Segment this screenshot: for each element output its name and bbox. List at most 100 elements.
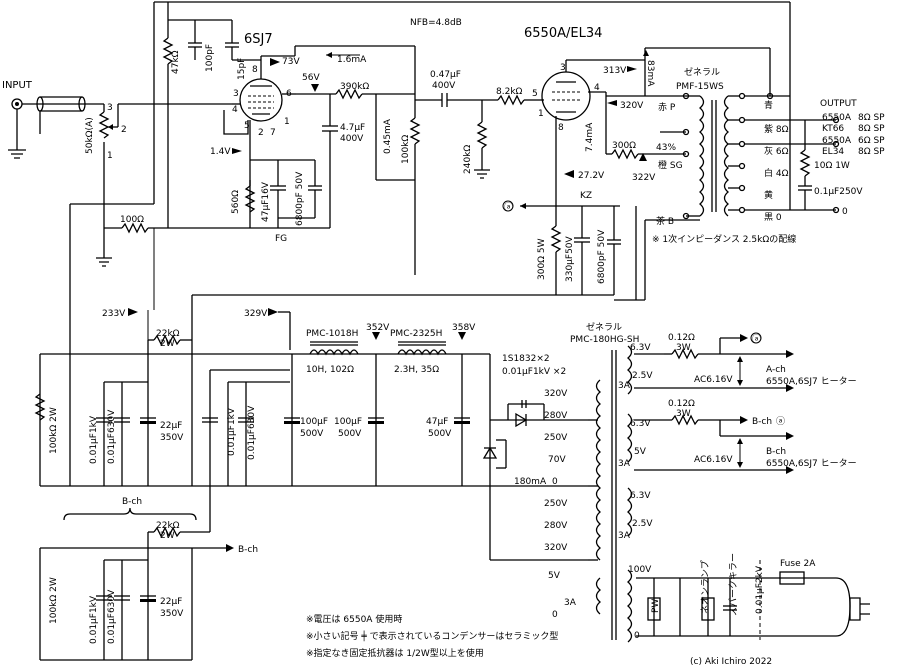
c-film2-b: 0.01μF630V (247, 405, 257, 460)
vr-pin1: 1 (107, 151, 113, 161)
out-row-3-sp: 6Ω SP (858, 136, 885, 146)
c-elec-a-1: 22μF (160, 421, 182, 431)
pri-100: 100V (628, 565, 652, 575)
i-screen-out: 7.4mA (585, 122, 595, 152)
nfb-label: NFB=4.8dB (410, 18, 462, 28)
opt-tap-b: 茶 B (656, 215, 674, 227)
opt-tap-yellow: 黄 (764, 189, 773, 201)
i-screen-label: 0.45mA (383, 118, 393, 154)
power-transformer (595, 345, 633, 643)
bch-out-label: B-ch (238, 545, 258, 555)
c-film2-a: 0.01μF630V (107, 409, 117, 464)
out-zero: 0 (842, 207, 848, 217)
out-row-3-tube: 6550A (822, 136, 852, 146)
r-cathode-label: 560Ω (231, 190, 241, 214)
note-3: ※指定なき固定抵抗器は 1/2W型以上を使用 (306, 647, 484, 659)
6550-pin4: 4 (594, 83, 600, 93)
aux-5v: 5V (548, 571, 561, 581)
c47-b: 500V (428, 429, 452, 439)
b233-label: 233V (102, 309, 126, 319)
v-screen-out: 320V (620, 101, 644, 111)
r-drop-w-b: 2W (160, 531, 175, 541)
hc-3a: 3A (618, 531, 631, 541)
v-plate-out: 313V (603, 66, 627, 76)
opt-maker: ゼネラル (684, 66, 720, 78)
driver-tube-label: 6SJ7 (244, 32, 273, 47)
c100-a: 100μF (300, 417, 328, 427)
note-1: ※電圧は 6550A 使用時 (306, 613, 402, 625)
c-k-out: 330μF50V (565, 235, 575, 282)
opt-secondary-taps (728, 92, 790, 214)
c-bypass-label: 6800pF 50V (295, 171, 305, 226)
c47-a: 47μF (426, 417, 448, 427)
r-drop-b: 22kΩ (156, 521, 180, 531)
pt-hv-2: 280V (544, 411, 568, 421)
pt-maker: ゼネラル (586, 321, 622, 333)
c-screen-a: 4.7μF (340, 123, 365, 133)
i-plate-out: 83mA (645, 60, 655, 87)
c100-b: 500V (300, 429, 324, 439)
volume-pot (98, 103, 232, 236)
out-row-1-tube: 6550A (822, 113, 852, 123)
pt-hv-4: 70V (548, 455, 566, 465)
v-screen-label: 56V (302, 73, 320, 83)
spark-label: スパークキラー (728, 553, 739, 616)
input-label: INPUT (2, 80, 33, 91)
6550-pin8: 8 (558, 123, 564, 133)
v352-label: 352V (366, 323, 390, 333)
ha-w: 3W (676, 343, 691, 353)
r-drop-w-a: 2W (160, 339, 175, 349)
out-row-1-sp: 8Ω SP (858, 113, 885, 123)
hb-ac: AC6.16V (694, 455, 733, 465)
bch-brace-label: B-ch (122, 497, 142, 507)
pt-hv-5: 180mA (514, 477, 547, 487)
ha-ac: AC6.16V (694, 375, 733, 385)
out-row-2-sp: 8Ω SP (858, 124, 885, 134)
c-zobel: 0.1μF250V (814, 187, 863, 197)
diode-c-label: 0.01μF1kV ×2 (502, 367, 566, 377)
opt-tap-blue: 青 (764, 99, 773, 111)
copyright: (c) Aki Ichiro 2022 (690, 657, 772, 667)
r-screen-label: 390kΩ (340, 82, 369, 92)
input-jack (8, 96, 104, 159)
opt-tap-p: 赤 P (658, 102, 676, 113)
6sj7-pin1: 1 (284, 117, 290, 127)
c-fb-label: 15pF (237, 58, 247, 80)
c-film1-b: 0.01μF1kV (227, 407, 237, 456)
hb-note: 6550A,6SJ7 ヒーター (766, 458, 857, 469)
6sj7-pin2: 2 (258, 128, 264, 138)
pt-hv-7: 250V (544, 499, 568, 509)
ha-63: 6.3V (630, 343, 651, 353)
opt-model: PMF-15WS (676, 82, 724, 92)
opt-tap-4: 白 4Ω (764, 167, 789, 179)
6sj7-pin4: 4 (232, 105, 238, 115)
c-elec-a-2: 350V (160, 433, 184, 443)
opt-tap-8: 紫 8Ω (764, 124, 789, 135)
ha-3a: 3A (618, 381, 631, 391)
pt-hv-8: 280V (544, 521, 568, 531)
hb-3a: 3A (618, 459, 631, 469)
r-fb-label: 100Ω (120, 215, 144, 225)
v-sg-out: 322V (632, 173, 656, 183)
v-k-out: 27.2V (578, 171, 605, 181)
node-a-1: ⓐ (504, 202, 513, 213)
c100-2b: 500V (338, 429, 362, 439)
choke1-label: PMC-1018H (306, 329, 358, 339)
hc-25: 2.5V (632, 519, 653, 529)
r-grid-label: 100kΩ (401, 135, 411, 164)
r-screen-out: 300Ω (612, 141, 636, 151)
ha-25: 2.5V (632, 371, 653, 381)
r-zobel: 10Ω 1W (814, 161, 850, 171)
v358-label: 358V (452, 323, 476, 333)
hb-ch-out: B-ch (752, 417, 772, 427)
6sj7-pin6: 6 (286, 89, 292, 99)
pt-hv-3: 250V (544, 433, 568, 443)
pw-label: PW (651, 599, 661, 613)
c-elec-c-1: 22μF (160, 597, 182, 607)
6sj7-pin7: 7 (270, 128, 276, 138)
coupling-c: 0.47μF (430, 70, 461, 80)
6sj7-tube (232, 56, 296, 122)
6550-pin5: 5 (532, 89, 538, 99)
fg-label: FG (275, 234, 287, 244)
